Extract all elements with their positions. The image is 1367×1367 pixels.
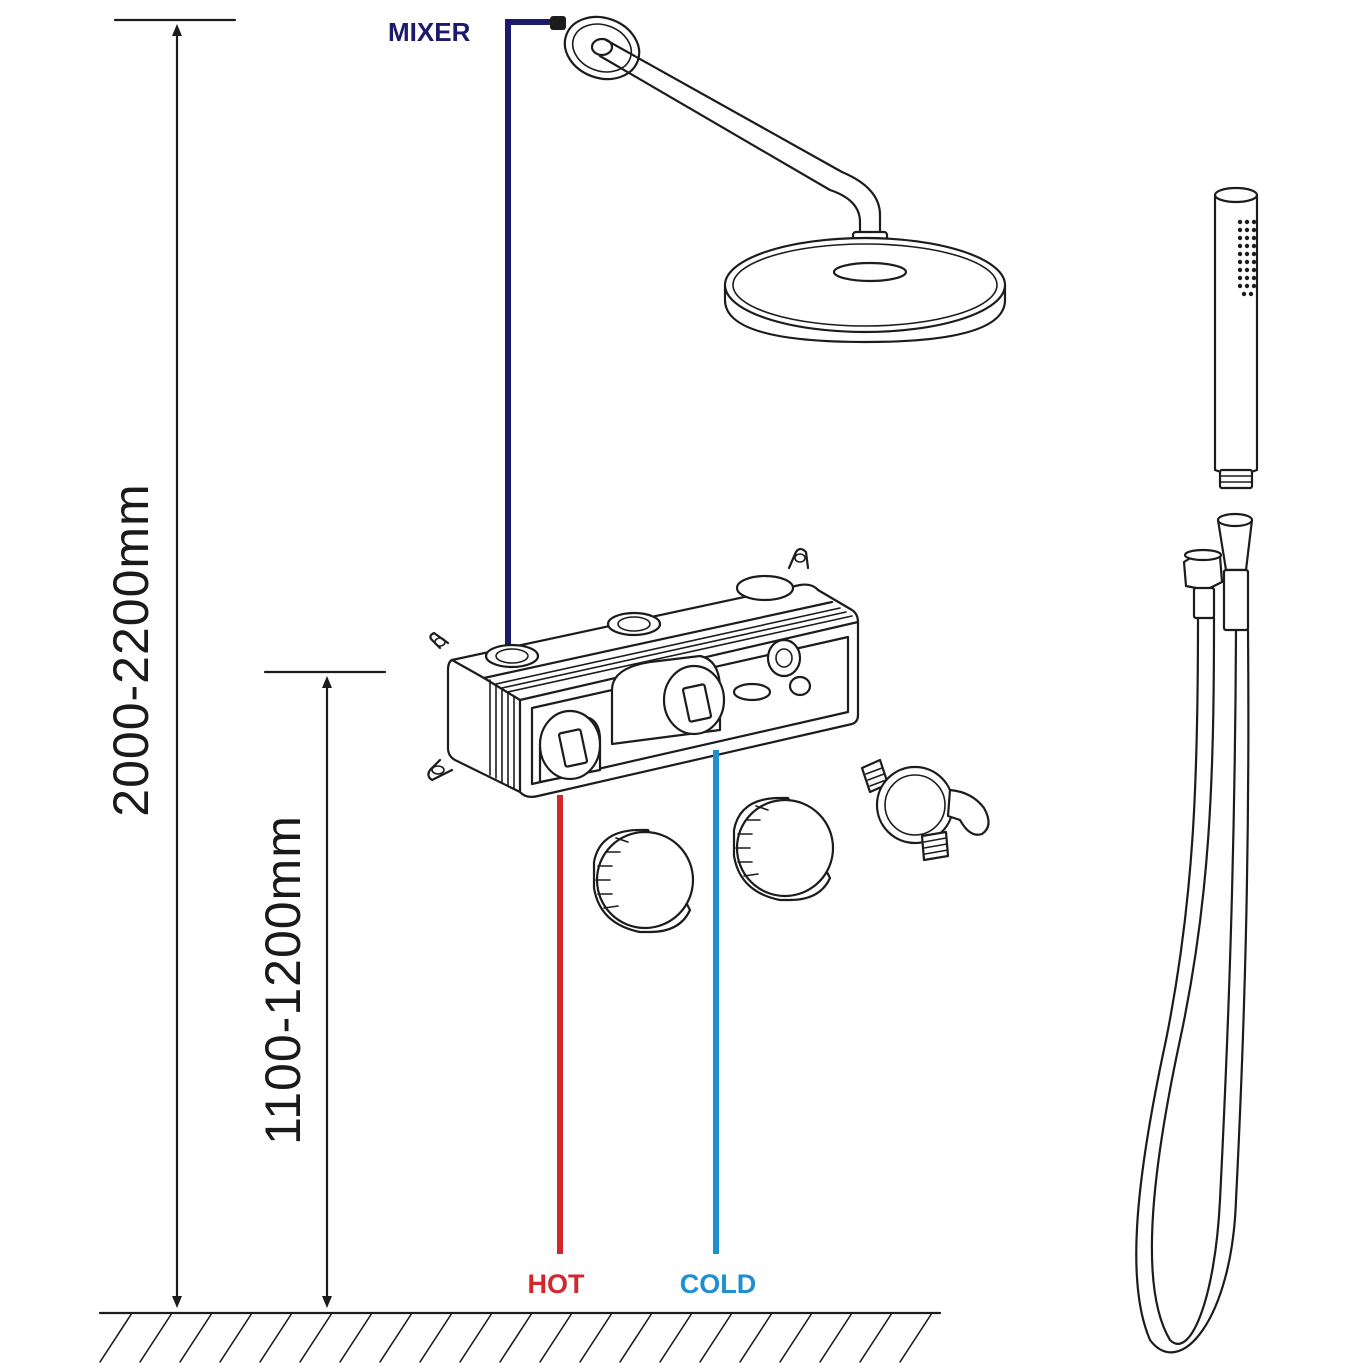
wall-outlet-holder	[860, 758, 990, 862]
mixer-label: MIXER	[388, 17, 471, 47]
concealed-valve-body	[427, 547, 860, 798]
dimension-valve	[263, 670, 387, 1308]
control-knob-left	[592, 828, 695, 934]
control-knob-right	[732, 796, 835, 902]
mixer-pipe	[505, 19, 556, 650]
dimension-valve-label: 1100-1200mm	[255, 815, 311, 1145]
cold-label: COLD	[680, 1269, 757, 1299]
hot-label: HOT	[528, 1269, 586, 1299]
dimension-total	[113, 18, 237, 1308]
dimension-total-label: 2000-2200mm	[103, 483, 159, 816]
rain-shower-head	[723, 236, 1007, 344]
shower-hose	[1135, 512, 1254, 1354]
floor	[98, 1311, 942, 1363]
mixer-connector	[550, 16, 566, 30]
hand-shower	[1213, 186, 1259, 490]
